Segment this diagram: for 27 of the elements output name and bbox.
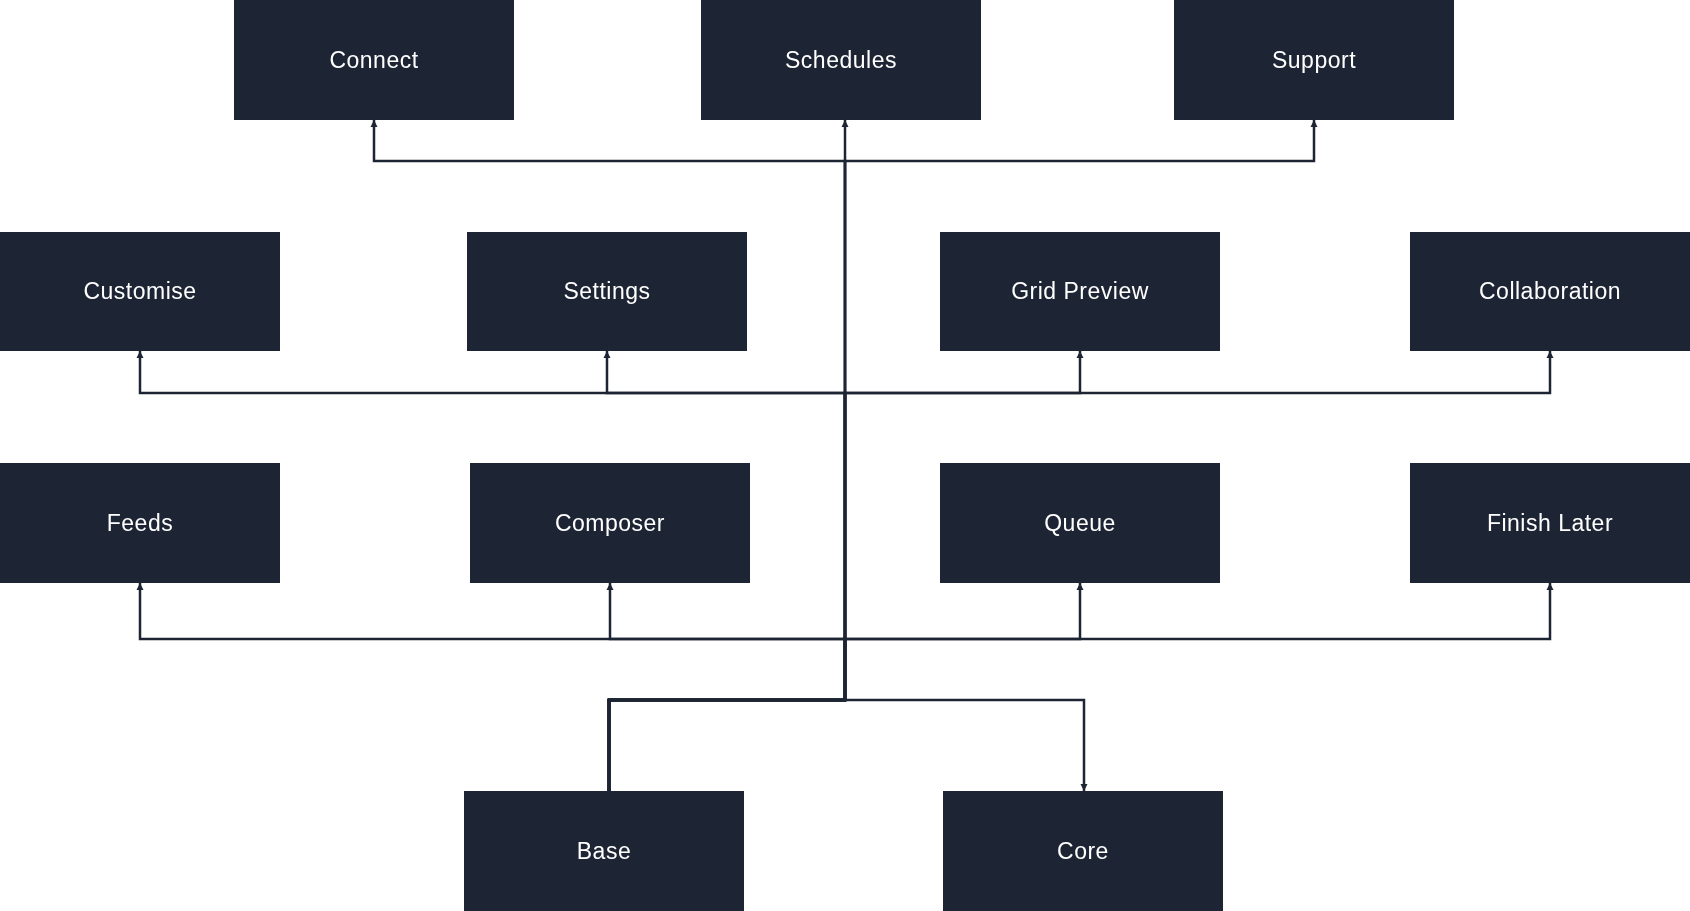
module-box <box>1410 232 1690 351</box>
arrow <box>607 698 1088 791</box>
module-label: Finish Later <box>1486 508 1614 538</box>
module-label: Composer <box>554 508 666 538</box>
module-box <box>701 0 981 120</box>
module-box <box>943 791 1223 911</box>
module-label: Schedules <box>785 45 897 75</box>
module-box <box>940 463 1220 583</box>
module-label: Settings <box>563 277 651 307</box>
module-box <box>470 463 750 583</box>
module-box <box>940 232 1220 351</box>
module-box <box>467 232 747 351</box>
module-box <box>234 0 514 120</box>
module-label: Queue <box>1044 508 1116 538</box>
module-box <box>1174 0 1454 120</box>
module-label: Core <box>1057 836 1109 866</box>
module-label: Connect <box>329 45 419 75</box>
module-box <box>0 232 280 351</box>
module-box <box>0 463 280 583</box>
module-label: Feeds <box>106 508 174 538</box>
module-box <box>464 791 744 911</box>
module-label: Support <box>1271 45 1357 75</box>
module-label: Base <box>576 836 632 866</box>
module-label: Grid Preview <box>1011 277 1149 307</box>
module-box <box>1410 463 1690 583</box>
module-label: Customise <box>83 277 197 307</box>
module-label: Collaboration <box>1479 277 1621 307</box>
